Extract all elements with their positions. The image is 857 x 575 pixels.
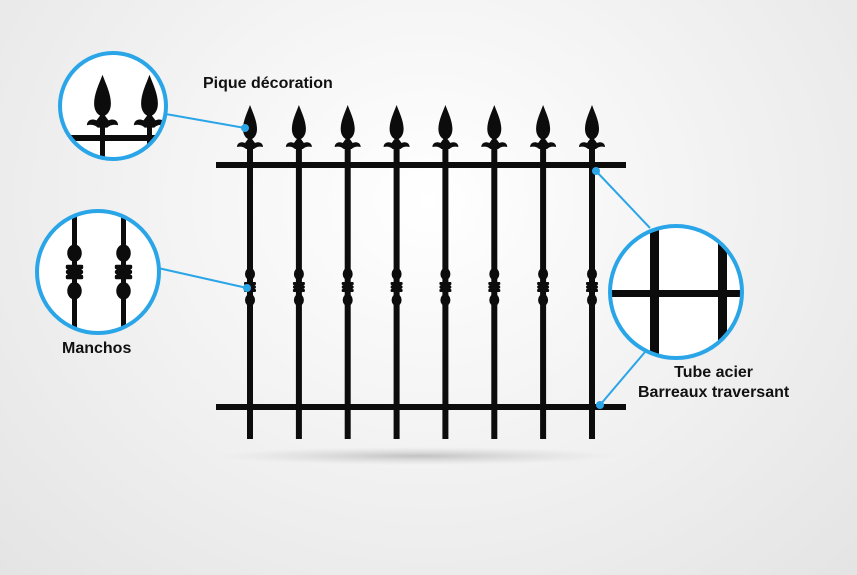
detail-circle-tube <box>608 224 744 360</box>
ground-shadow <box>218 447 618 465</box>
detail-circle-manchos <box>35 209 161 335</box>
fence <box>216 105 626 439</box>
collar-knuckle-icon <box>65 211 133 333</box>
label-tube-line2: Barreaux traversant <box>638 384 790 401</box>
collar-knuckle <box>439 268 452 306</box>
spear-finial <box>237 105 263 152</box>
spear-finial <box>334 105 361 152</box>
fence-rail-bottom <box>216 404 626 410</box>
callout-lines <box>157 112 651 406</box>
callout-dot-pique <box>241 124 249 132</box>
crossbar-detail-icon <box>610 226 742 358</box>
label-manchos: Manchos <box>62 340 132 357</box>
spear-finial <box>530 105 557 152</box>
callout-dot-manchos <box>243 284 251 292</box>
spear-finial-icon <box>60 74 166 159</box>
spear-finial <box>579 105 605 152</box>
spear-finial <box>285 105 312 152</box>
collar-knuckle <box>586 268 598 306</box>
collar-knuckle <box>341 268 354 306</box>
spear-finial <box>432 105 459 152</box>
spear-finial <box>383 105 410 152</box>
collar-knuckle <box>292 268 305 306</box>
detail-circle-pique <box>58 51 168 161</box>
label-pique-decoration: Pique décoration <box>203 75 333 92</box>
spear-finial <box>481 105 508 152</box>
fence-rail-top <box>216 162 626 168</box>
collar-knuckle <box>537 268 550 306</box>
callout-line-tube-top <box>595 170 651 229</box>
collar-knuckle <box>390 268 403 306</box>
label-tube-line1: Tube acier <box>674 364 754 381</box>
collar-knuckle <box>488 268 501 306</box>
callout-line-pique <box>159 112 246 129</box>
label-tube-acier: Tube acier Barreaux traversant <box>638 363 789 403</box>
callout-dot-tube-bottom <box>596 401 604 409</box>
callout-line-manchos <box>157 267 248 289</box>
callout-line-tube-bottom <box>599 351 646 406</box>
callout-dot-tube-top <box>592 167 600 175</box>
callout-dots <box>241 124 604 409</box>
